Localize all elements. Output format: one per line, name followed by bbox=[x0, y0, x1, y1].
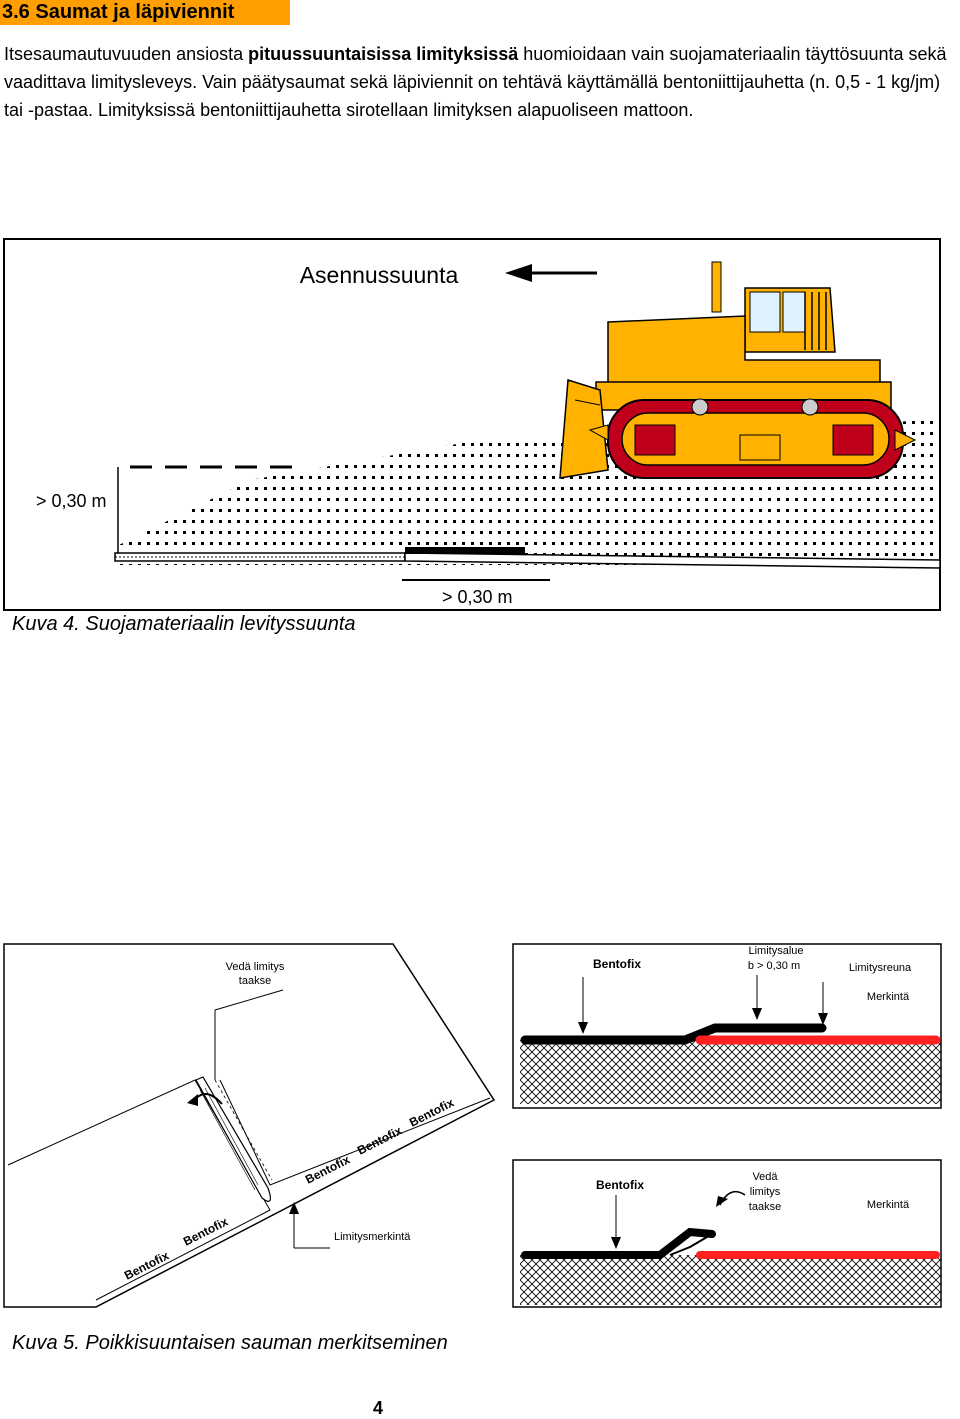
paragraph-bold: pituussuuntaisissa limityksissä bbox=[248, 44, 519, 64]
leader-arrow-bentofix-bottom-icon bbox=[611, 1195, 621, 1249]
overlap-zone bbox=[405, 547, 525, 554]
installation-direction-label: Asennussuunta bbox=[300, 262, 459, 288]
pull-back-arrow-icon bbox=[187, 1093, 223, 1106]
black-membrane-bottom bbox=[521, 1227, 716, 1259]
black-membrane-top bbox=[520, 1023, 827, 1045]
ground-hatch-bottom bbox=[520, 1255, 941, 1305]
section-heading: 3.6 Saumat ja läpiviennit bbox=[0, 0, 290, 25]
figure-5-right-bottom: Bentofix Vedä limitys taakse Merkintä bbox=[512, 1159, 942, 1308]
pull-line2: limitys bbox=[750, 1186, 781, 1198]
overlap-roll bbox=[195, 1076, 273, 1202]
body-paragraph: Itsesaumautuvuuden ansiosta pituussuunta… bbox=[4, 40, 954, 124]
overlap-edge-label: Limitysreuna bbox=[849, 962, 912, 974]
page-number: 4 bbox=[373, 1398, 384, 1418]
figure-5-left: Vedä limitys taakse Bentofix Bentofix Be… bbox=[3, 943, 496, 1308]
leader-arrow-edge-icon bbox=[818, 982, 828, 1025]
bentofix-label-top: Bentofix bbox=[593, 957, 641, 971]
upper-membrane bbox=[404, 552, 941, 569]
figure-5-left-frame bbox=[3, 943, 496, 1308]
pull-line1: Vedä bbox=[752, 1171, 778, 1183]
note-leader bbox=[214, 989, 284, 1080]
direction-arrow-icon bbox=[505, 264, 597, 282]
dimension-left-label: > 0,30 m bbox=[36, 491, 107, 511]
sheet-upper bbox=[219, 1079, 491, 1186]
marking-label-top: Merkintä bbox=[867, 991, 910, 1003]
pull-note-line2: taakse bbox=[239, 975, 271, 987]
figure-5-caption: Kuva 5. Poikkisuuntaisen sauman merkitse… bbox=[12, 1332, 448, 1354]
leader-arrow-overlap-icon bbox=[752, 975, 762, 1020]
figure-4-frame bbox=[3, 238, 941, 611]
pull-back-curve-icon bbox=[716, 1190, 746, 1207]
figure-5-right-top: Bentofix Limitysalue b > 0,30 m Limitysr… bbox=[512, 943, 942, 1109]
marking-label-bottom: Merkintä bbox=[867, 1199, 910, 1211]
paragraph-text-2: huomioidaan vain suojamateriaalin täyttö… bbox=[4, 44, 947, 120]
figure-4-caption: Kuva 4. Suojamateriaalin levityssuunta bbox=[12, 613, 356, 635]
marking-arrow-icon bbox=[289, 1202, 330, 1249]
overlap-area-line2: b > 0,30 m bbox=[748, 960, 800, 972]
bentofix-label-bottom: Bentofix bbox=[596, 1178, 644, 1192]
pull-line3: taakse bbox=[749, 1201, 781, 1213]
dimension-bottom-label: > 0,30 m bbox=[442, 587, 513, 607]
marking-label: Limitysmerkintä bbox=[334, 1231, 411, 1243]
pull-note-line1: Vedä limitys bbox=[226, 961, 285, 973]
overlap-area-line1: Limitysalue bbox=[748, 945, 803, 957]
ground-hatch-top bbox=[520, 1040, 941, 1104]
leader-arrow-bentofix-icon bbox=[578, 977, 588, 1034]
bulldozer-icon bbox=[559, 261, 917, 479]
paragraph-text-1: Itsesaumautuvuuden ansiosta bbox=[4, 44, 249, 64]
figure-4: Asennussuunta > 0,30 m > 0,30 m bbox=[3, 238, 941, 611]
